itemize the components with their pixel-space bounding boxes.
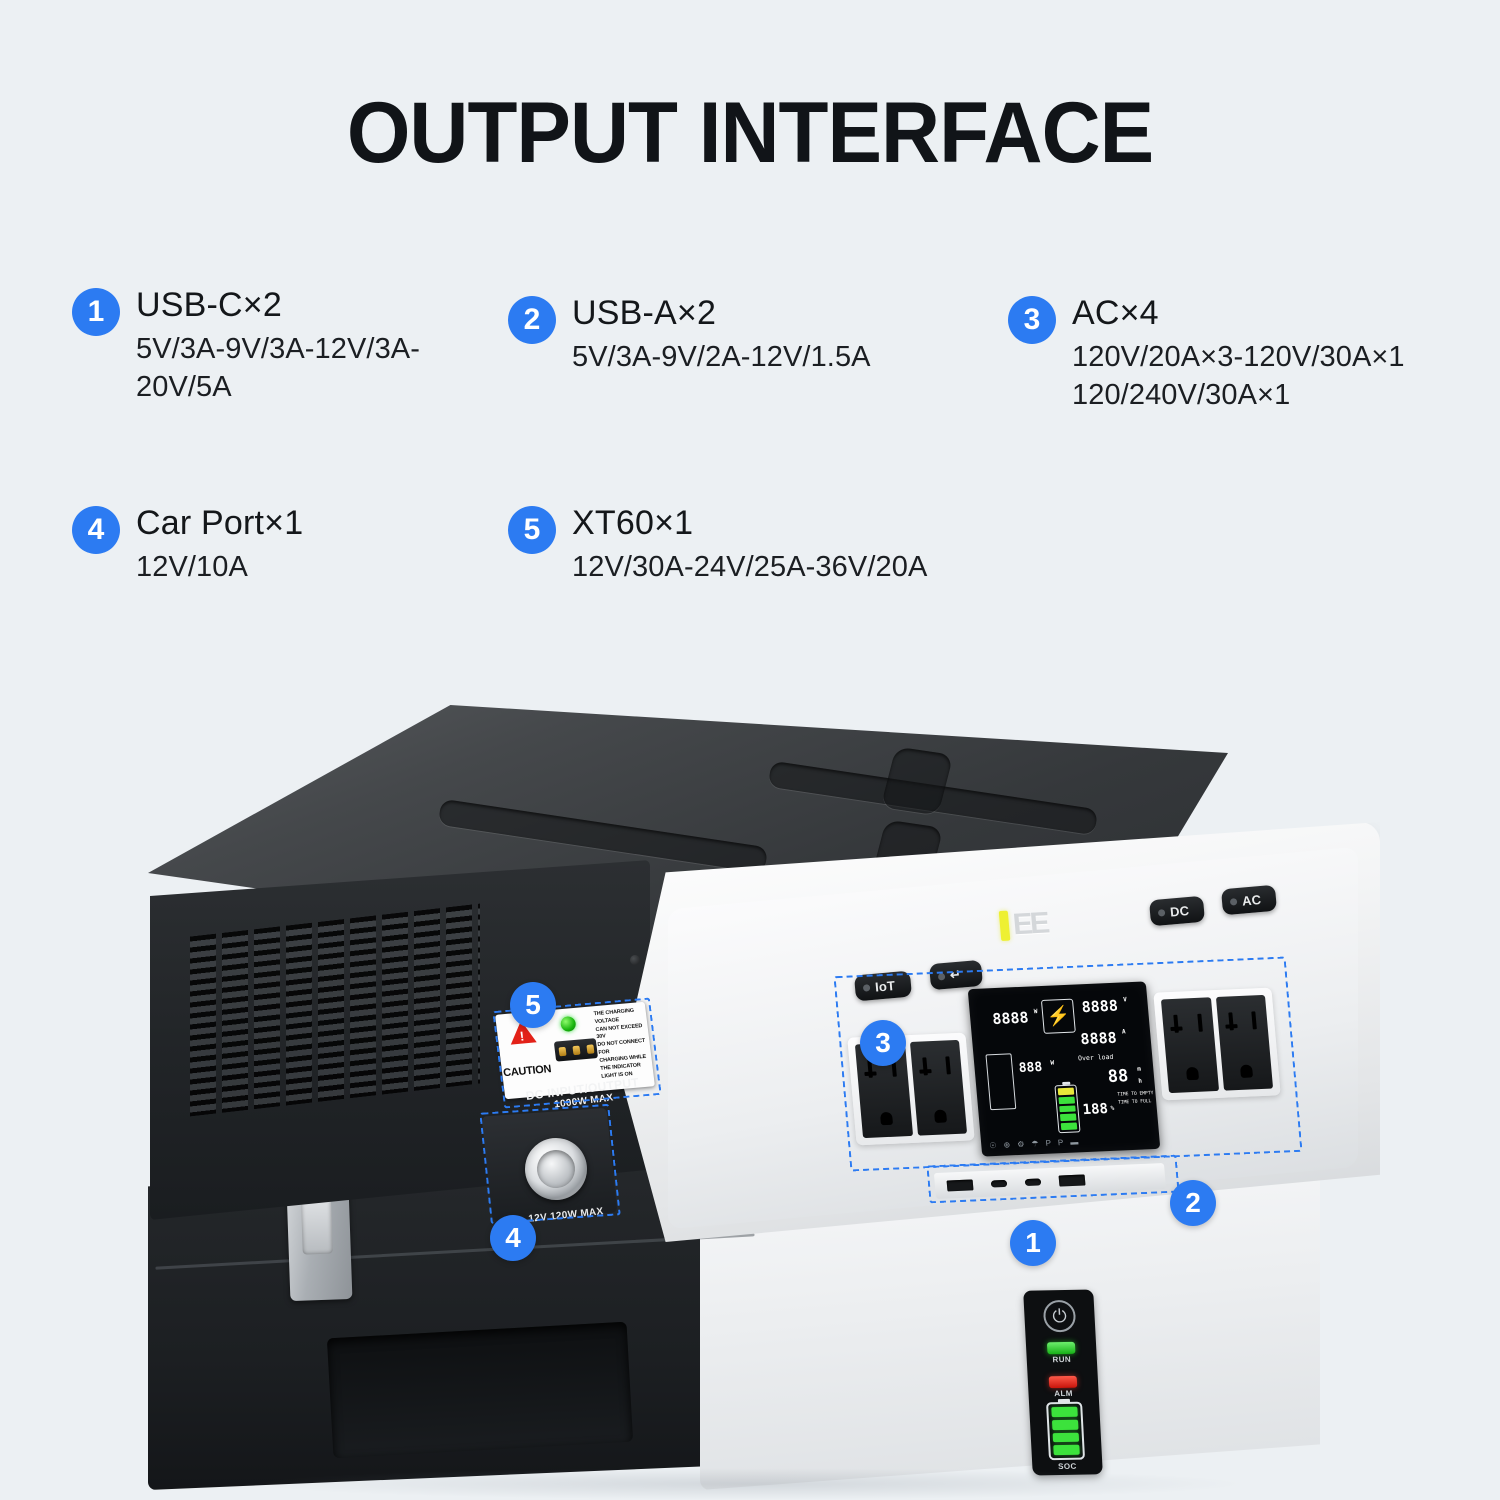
run-led — [1046, 1341, 1076, 1355]
dc-led-icon — [1157, 908, 1166, 917]
spec-badge-2: 2 — [508, 296, 556, 344]
spec-item-ac: 3 AC×4 120V/20A×3-120V/30A×1 120/240V/30… — [1008, 293, 1405, 414]
dc-button-label: DC — [1169, 902, 1190, 920]
spec-sub-1: 5V/3A-9V/3A-12V/3A- 20V/5A — [136, 331, 420, 406]
spec-sub-1-line-2: 20V/5A — [136, 370, 232, 403]
highlight-box-car-port — [479, 1103, 621, 1225]
product-reflection — [250, 1468, 1250, 1500]
product-handle-recess — [326, 1321, 634, 1459]
soc-bar — [1051, 1406, 1078, 1417]
photo-callout-5: 5 — [510, 982, 556, 1028]
ac-button[interactable]: AC — [1220, 884, 1278, 916]
photo-callout-3: 3 — [860, 1020, 906, 1066]
status-indicator-panel: ⏻ RUN ALM SOC — [1023, 1289, 1103, 1476]
power-icon[interactable]: ⏻ — [1042, 1299, 1077, 1333]
lid-groove — [437, 798, 769, 874]
alarm-led — [1048, 1375, 1078, 1389]
spec-text-5: XT60×1 12V/30A-24V/25A-36V/20A — [572, 503, 927, 587]
spec-title-4: Car Port×1 — [136, 504, 304, 542]
spec-badge-4: 4 — [72, 506, 120, 554]
spec-sub-5-line-1: 12V/30A-24V/25A-36V/20A — [572, 551, 928, 584]
alarm-label: ALM — [1054, 1388, 1074, 1399]
screw-icon — [630, 955, 640, 965]
spec-sub-4-line-1: 12V/10A — [136, 551, 248, 584]
soc-bar — [1052, 1432, 1080, 1443]
spec-item-usb-a: 2 USB-A×2 5V/3A-9V/2A-12V/1.5A — [508, 293, 871, 377]
spec-sub-3-line-1: 120V/20A×3-120V/30A×1 — [1072, 341, 1405, 374]
photo-callout-2: 2 — [1170, 1180, 1216, 1226]
spec-title-3: AC×4 — [1072, 294, 1159, 332]
photo-callout-1: 1 — [1010, 1220, 1056, 1266]
soc-battery-icon — [1046, 1401, 1086, 1461]
ac-led-icon — [1229, 897, 1238, 906]
spec-badge-5: 5 — [508, 506, 556, 554]
spec-badge-3: 3 — [1008, 296, 1056, 344]
logo-text: EE — [1011, 906, 1049, 942]
dc-button[interactable]: DC — [1148, 895, 1206, 927]
spec-text-2: USB-A×2 5V/3A-9V/2A-12V/1.5A — [572, 293, 871, 377]
highlight-box-ac — [833, 956, 1303, 1172]
spec-sub-1-line-1: 5V/3A-9V/3A-12V/3A- — [136, 333, 420, 366]
spec-item-car-port: 4 Car Port×1 12V/10A — [72, 503, 303, 587]
page-title: OUTPUT INTERFACE — [346, 85, 1154, 181]
spec-text-4: Car Port×1 12V/10A — [136, 503, 303, 587]
logo-yellow-bar — [998, 910, 1011, 941]
run-label: RUN — [1052, 1354, 1072, 1365]
spec-title-2: USB-A×2 — [572, 294, 717, 332]
spec-badge-1: 1 — [72, 288, 120, 336]
spec-text-1: USB-C×2 5V/3A-9V/3A-12V/3A- 20V/5A — [136, 285, 420, 406]
spec-sub-3-line-2: 120/240V/30A×1 — [1072, 378, 1291, 411]
spec-text-3: AC×4 120V/20A×3-120V/30A×1 120/240V/30A×… — [1072, 293, 1405, 414]
spec-title-1: USB-C×2 — [136, 286, 282, 324]
spec-item-usb-c: 1 USB-C×2 5V/3A-9V/3A-12V/3A- 20V/5A — [72, 285, 420, 406]
spec-sub-2-line-1: 5V/3A-9V/2A-12V/1.5A — [572, 341, 871, 374]
photo-callout-4: 4 — [490, 1215, 536, 1261]
soc-bar — [1053, 1444, 1080, 1456]
ac-button-label: AC — [1241, 891, 1262, 909]
product-photo: ⏻ RUN ALM SOC — [0, 690, 1500, 1500]
spec-sub-4: 12V/10A — [136, 549, 303, 587]
spec-sub-5: 12V/30A-24V/25A-36V/20A — [572, 549, 927, 587]
brand-logo: EE — [998, 901, 1080, 947]
ventilation-grille — [190, 903, 480, 1117]
spec-sub-2: 5V/3A-9V/2A-12V/1.5A — [572, 339, 871, 377]
soc-bar — [1051, 1419, 1079, 1430]
spec-title-5: XT60×1 — [572, 504, 694, 542]
spec-sub-3: 120V/20A×3-120V/30A×1 120/240V/30A×1 — [1072, 339, 1405, 414]
spec-item-xt60: 5 XT60×1 12V/30A-24V/25A-36V/20A — [508, 503, 927, 587]
